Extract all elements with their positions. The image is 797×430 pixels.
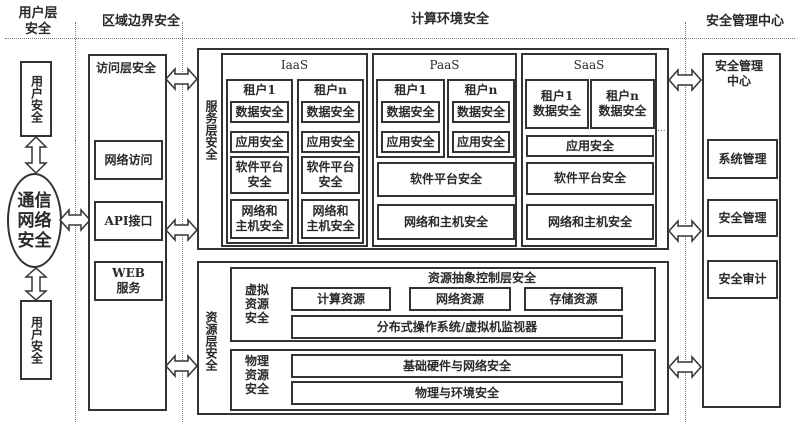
user-security-bottom: 用户安全 — [20, 300, 52, 380]
double-arrow-resource-mgmt — [667, 355, 703, 379]
saas-panel: SaaS 租户1 数据安全 租户n 数据安全 应用安全 软件平台安全 网络和主机… — [521, 53, 657, 247]
resource-layer-panel: 资源层安全 虚拟 资源 安全 资源抽象控制层安全 计算资源 网络资源 存储资源 … — [197, 261, 669, 415]
double-arrow-access-service-bottom — [164, 218, 199, 242]
paas-tenant-1-name: 租户1 — [394, 83, 427, 97]
paas-t1-app-security: 应用安全 — [381, 131, 440, 153]
header-divider — [5, 38, 795, 39]
saas-network-host: 网络和主机安全 — [526, 204, 654, 240]
double-arrow-service-mgmt-bottom — [667, 219, 703, 243]
saas-software-platform: 软件平台安全 — [526, 162, 654, 195]
double-arrow-vertical-top — [24, 135, 48, 175]
header-user-layer: 用户层 安全 — [18, 6, 58, 37]
iaas-panel: IaaS 租户1 数据安全 应用安全 软件平台 安全 网络和 主机安全 租户n … — [221, 53, 368, 247]
saas-tenant-n-data: 租户n 数据安全 — [590, 79, 655, 129]
saas-title: SaaS — [573, 58, 605, 72]
iaas-t1-app-security: 应用安全 — [230, 131, 289, 153]
iaas-tenant-1-name: 租户1 — [243, 83, 276, 97]
iaas-tn-app-security: 应用安全 — [301, 131, 360, 153]
access-item-network: 网络访问 — [94, 140, 163, 180]
iaas-tenant-n-name: 租户n — [314, 83, 347, 97]
double-arrow-comm-access — [58, 208, 92, 232]
compute-resource: 计算资源 — [291, 287, 391, 311]
iaas-t1-data-security: 数据安全 — [230, 101, 289, 123]
iaas-t1-network-host: 网络和 主机安全 — [230, 199, 289, 239]
service-ellipsis: ... — [657, 124, 666, 134]
virtual-resource-title: 虚拟 资源 安全 — [244, 283, 269, 325]
iaas-tn-software-platform: 软件平台 安全 — [301, 156, 360, 194]
divider-user-boundary-lower — [75, 140, 76, 422]
iaas-tenant-n: 租户n 数据安全 应用安全 软件平台 安全 网络和 主机安全 — [297, 79, 364, 244]
access-item-web: WEB 服务 — [94, 261, 163, 301]
user-security-top: 用户安全 — [20, 61, 52, 137]
paas-title: PaaS — [429, 58, 460, 72]
paas-tenant-1: 租户1 数据安全 应用安全 — [376, 79, 445, 158]
paas-network-host: 网络和主机安全 — [377, 204, 515, 240]
virtual-resource-panel: 虚拟 资源 安全 资源抽象控制层安全 计算资源 网络资源 存储资源 分布式操作系… — [230, 267, 656, 342]
iaas-tn-network-host: 网络和 主机安全 — [301, 199, 360, 239]
network-resource: 网络资源 — [409, 287, 511, 311]
paas-tenant-n-name: 租户n — [464, 83, 498, 97]
mgmt-center-panel: 安全管理 中心 系统管理 安全管理 安全审计 — [702, 53, 781, 408]
physical-resource-panel: 物理 资源 安全 基础硬件与网络安全 物理与环境安全 — [230, 349, 656, 411]
paas-tn-app-security: 应用安全 — [452, 131, 510, 153]
distributed-os-hypervisor: 分布式操作系统/虚拟机监视器 — [291, 315, 623, 339]
iaas-tn-data-security: 数据安全 — [301, 101, 360, 123]
paas-panel: PaaS 租户1 数据安全 应用安全 租户n 数据安全 应用安全 软件平台安全 … — [372, 53, 517, 247]
iaas-tenant-1: 租户1 数据安全 应用安全 软件平台 安全 网络和 主机安全 — [226, 79, 293, 244]
security-audit: 安全审计 — [707, 260, 778, 299]
double-arrow-access-service-top — [164, 67, 199, 91]
resource-layer-title: 资源层安全 — [204, 311, 218, 371]
header-compute-env: 计算环境安全 — [410, 12, 489, 27]
double-arrow-access-resource — [164, 354, 199, 378]
double-arrow-vertical-bottom — [24, 266, 48, 302]
hardware-network-security: 基础硬件与网络安全 — [291, 354, 623, 378]
system-management: 系统管理 — [707, 139, 778, 179]
access-layer-title: 访问层安全 — [96, 61, 157, 75]
comm-network-security: 通信网络安全 — [7, 173, 62, 268]
iaas-title: IaaS — [280, 58, 309, 72]
double-arrow-service-mgmt-top — [667, 68, 703, 92]
saas-tenant-1-data: 租户1 数据安全 — [525, 79, 589, 129]
divider-compute-mgmt — [685, 22, 686, 422]
service-layer-panel: 服务层安全 IaaS 租户1 数据安全 应用安全 软件平台 安全 网络和 主机安… — [197, 48, 669, 250]
access-layer-panel: 访问层安全 网络访问 API接口 WEB 服务 — [88, 54, 167, 411]
iaas-t1-software-platform: 软件平台 安全 — [230, 156, 289, 194]
paas-tn-data-security: 数据安全 — [452, 101, 510, 123]
divider-user-boundary — [75, 22, 76, 140]
paas-t1-data-security: 数据安全 — [381, 101, 440, 123]
saas-app-security: 应用安全 — [526, 135, 654, 157]
comm-network-security-label: 通信网络安全 — [17, 190, 52, 251]
storage-resource: 存储资源 — [524, 287, 623, 311]
paas-software-platform: 软件平台安全 — [377, 162, 515, 197]
divider-boundary-compute — [182, 22, 183, 422]
header-mgmt-center: 安全管理中心 — [705, 14, 784, 29]
resource-abstraction-heading: 资源抽象控制层安全 — [427, 271, 536, 285]
physical-environment-security: 物理与环境安全 — [291, 381, 623, 405]
paas-tenant-n: 租户n 数据安全 应用安全 — [447, 79, 515, 158]
access-item-api: API接口 — [94, 201, 163, 241]
security-management: 安全管理 — [707, 199, 778, 237]
service-layer-title: 服务层安全 — [204, 100, 218, 160]
physical-resource-title: 物理 资源 安全 — [244, 354, 269, 396]
header-boundary: 区域边界安全 — [101, 14, 180, 29]
mgmt-center-title: 安全管理 中心 — [714, 59, 763, 88]
